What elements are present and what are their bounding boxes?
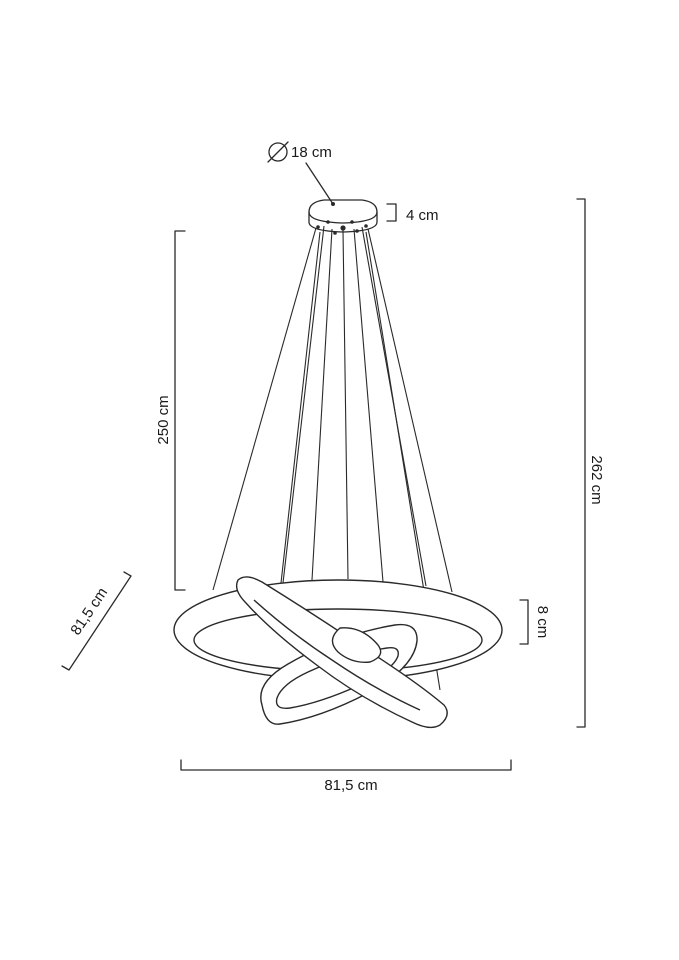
- total-height-dimension: 262 cm: [576, 198, 605, 728]
- diameter-icon: [268, 142, 288, 162]
- cable-length-label: 250 cm: [155, 395, 172, 444]
- depth-label: 81,5 cm: [67, 585, 111, 639]
- canopy-diameter-dimension: 18 cm: [267, 141, 335, 206]
- depth-dimension: 81,5 cm: [61, 571, 132, 671]
- cable-length-dimension: 250 cm: [155, 230, 186, 591]
- width-dimension: 81,5 cm: [180, 759, 512, 794]
- canopy-diameter-label: 18 cm: [291, 144, 332, 161]
- ring-height-label: 8 cm: [534, 606, 551, 639]
- canopy-height-label: 4 cm: [406, 207, 439, 224]
- width-label: 81,5 cm: [324, 777, 377, 794]
- total-height-label: 262 cm: [588, 455, 605, 504]
- canopy-height-dimension: 4 cm: [386, 203, 439, 224]
- ring-height-dimension: 8 cm: [519, 599, 551, 645]
- small-ring: [235, 576, 448, 729]
- ceiling-canopy: [308, 199, 378, 235]
